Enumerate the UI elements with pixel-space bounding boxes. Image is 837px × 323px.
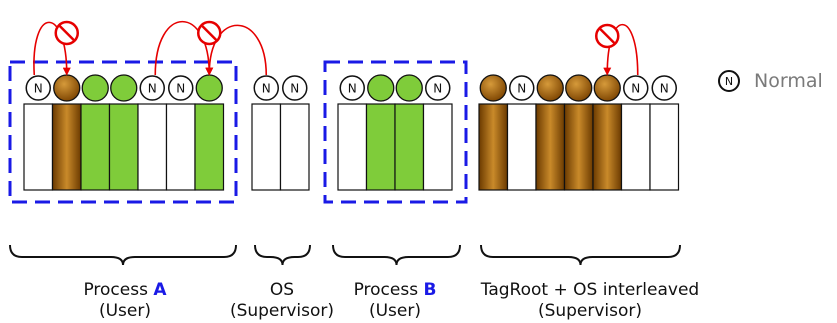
memory-cell-normal	[23, 103, 54, 191]
tag-ball	[81, 74, 109, 102]
region-brace	[9, 244, 237, 266]
memory-cell-normal	[165, 103, 196, 191]
normal-badge-label: N	[262, 82, 271, 96]
normal-badge-label: N	[148, 82, 157, 96]
region-brace	[332, 244, 461, 266]
tag-ball	[195, 74, 223, 102]
memory-cell-green	[365, 103, 396, 191]
normal-badge-icon	[253, 75, 279, 101]
memory-cell-normal	[337, 103, 368, 191]
tag-ball	[395, 74, 423, 102]
prohibited-icon	[54, 20, 79, 46]
normal-badge-icon	[623, 75, 649, 101]
caption-tagroot-os: TagRoot + OS interleaved (Supervisor)	[480, 280, 700, 321]
legend: N Normal	[718, 67, 823, 95]
pointer-arrow	[205, 24, 268, 76]
normal-badge-icon	[139, 75, 165, 101]
tagroot-ball	[565, 74, 593, 102]
user-regions	[8, 60, 468, 204]
memory-cell-normal	[279, 103, 310, 191]
normal-badge-icon	[425, 75, 451, 101]
normal-badge-label: N	[348, 82, 357, 96]
legend-label: Normal	[754, 70, 823, 92]
normal-badge-icon	[25, 75, 51, 101]
region-braces	[9, 244, 681, 266]
normal-badge-label: N	[34, 82, 43, 96]
memory-cell-green	[108, 103, 139, 191]
caption-os: OS (Supervisor)	[229, 280, 335, 321]
memory-cell-green	[394, 103, 425, 191]
normal-badge-label: N	[660, 82, 669, 96]
tagroot-ball	[53, 74, 81, 102]
region-brace	[480, 244, 681, 266]
memory-cell-tagroot	[478, 103, 509, 191]
normal-badge-label: N	[176, 82, 185, 96]
normal-badge-icon	[339, 75, 365, 101]
caption-process-b: Process B (User)	[353, 280, 437, 321]
memory-cell-tagroot	[592, 103, 623, 191]
memory-cell-normal	[506, 103, 537, 191]
tagroot-ball	[536, 74, 564, 102]
prohibited-icon	[595, 23, 620, 49]
normal-badge-icon	[168, 75, 194, 101]
pointer-arrow	[33, 21, 71, 76]
prohibited-icon	[197, 20, 222, 46]
normal-badge-icon	[509, 75, 535, 101]
memory-cell-green	[80, 103, 111, 191]
tagroot-ball	[593, 74, 621, 102]
normal-badge-label: N	[433, 82, 442, 96]
memory-cell-normal	[620, 103, 651, 191]
tagroot-ball	[479, 74, 507, 102]
region-brace	[254, 244, 311, 266]
pointer-arrow	[154, 20, 214, 76]
memory-cell-normal	[422, 103, 453, 191]
memory-cell-tagroot	[563, 103, 594, 191]
memory-cell-green	[194, 103, 225, 191]
memory-cell-normal	[137, 103, 168, 191]
normal-badge-icon: N	[718, 70, 740, 92]
normal-badge-icon	[651, 75, 677, 101]
normal-badge-label: N	[631, 82, 640, 96]
tag-ball	[367, 74, 395, 102]
normal-badge-label: N	[517, 82, 526, 96]
pointer-arrows	[33, 20, 639, 76]
tag-ball	[110, 74, 138, 102]
memory-cell-normal	[251, 103, 282, 191]
memory-cell-tagroot	[535, 103, 566, 191]
memory-cell-tagroot	[51, 103, 82, 191]
normal-badge-icon	[282, 75, 308, 101]
memory-cell-normal	[649, 103, 680, 191]
caption-process-a: Process A (User)	[83, 280, 167, 321]
pointer-arrow	[603, 24, 639, 76]
user-region-frame	[323, 60, 468, 204]
normal-badge-label: N	[290, 82, 299, 96]
